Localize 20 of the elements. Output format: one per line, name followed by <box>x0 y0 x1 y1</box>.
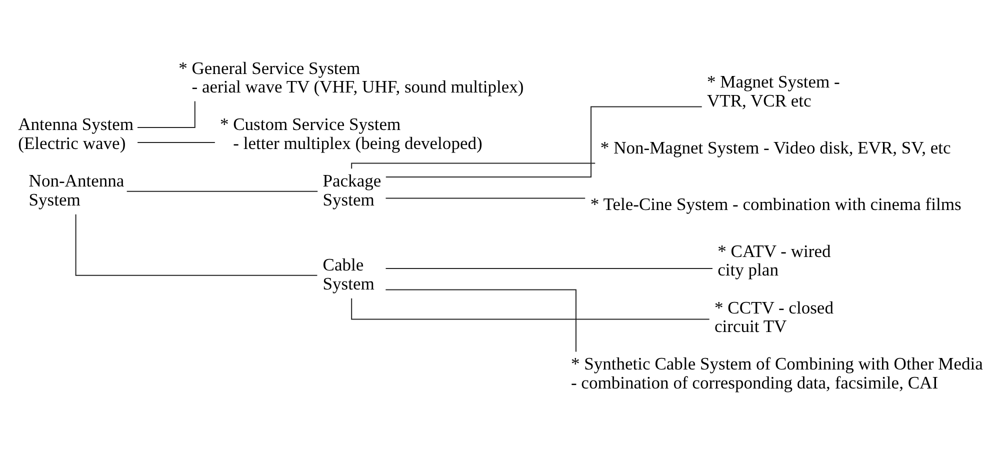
node-text: * Tele-Cine System - combination with cinema films <box>590 193 962 214</box>
node-text: Cable System <box>322 254 374 293</box>
node-text: * Magnet System - VTR, VCR etc <box>706 71 840 110</box>
node-text: Antenna System (Electric wave) <box>18 114 134 153</box>
connector <box>351 298 710 320</box>
connector <box>138 100 196 128</box>
connector <box>126 190 318 192</box>
connector <box>138 142 215 143</box>
node-text: * Non-Magnet System - Video disk, EVR, SV, etc <box>600 136 951 157</box>
node-text: Non-Antenna System <box>28 170 124 209</box>
connector <box>386 288 576 352</box>
connector <box>386 197 586 198</box>
node-text: Package System <box>322 170 382 209</box>
node-text: * CCTV - closed circuit TV <box>714 296 834 336</box>
node-text: * Synthetic Cable System of Combining with Other Media - combination of corresponding data, facsimile, CAI <box>570 353 983 392</box>
node-text: * CATV - wired city plan <box>718 240 831 280</box>
connector <box>75 214 318 276</box>
node-text: * General Service System - aerial wave TV (VHF, UHF, sound multiplex) <box>178 57 524 96</box>
connector <box>386 106 702 177</box>
node-text: * Custom Service System - letter multiplex (being developed) <box>220 114 482 153</box>
